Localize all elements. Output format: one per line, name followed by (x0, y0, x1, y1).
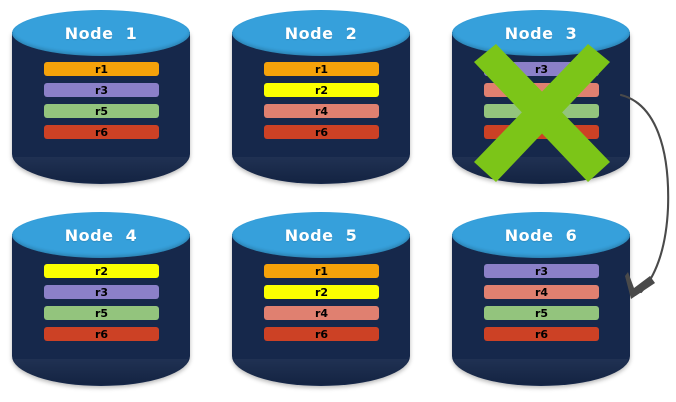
record-bar[interactable]: r3 (484, 62, 599, 76)
record-bar[interactable]: r4 (484, 83, 599, 97)
node-1-cylinder-body (12, 32, 190, 184)
record-bar[interactable]: r5 (484, 104, 599, 118)
record-bar[interactable]: r6 (484, 327, 599, 341)
node-1-record-list: r1 r3 r5 r6 (44, 62, 159, 139)
node-1[interactable]: Node 1 r1 r3 r5 r6 (12, 10, 190, 190)
node-4-record-list: r2 r3 r5 r6 (44, 264, 159, 341)
node-2-cylinder-top (232, 10, 410, 56)
node-5-cylinder-top (232, 212, 410, 258)
node-6[interactable]: Node 6 r3 r4 r5 r6 (452, 212, 630, 392)
record-bar[interactable]: r1 (44, 62, 159, 76)
record-bar[interactable]: r1 (264, 62, 379, 76)
node-5-record-list: r1 r2 r4 r6 (264, 264, 379, 341)
record-bar[interactable]: r3 (44, 83, 159, 97)
node-3-label: Node 3 (504, 23, 578, 43)
node-2[interactable]: Node 2 r1 r2 r4 r6 (232, 10, 410, 190)
record-bar[interactable]: r1 (264, 264, 379, 278)
node-6-cylinder-top (452, 212, 630, 258)
record-bar[interactable]: r6 (484, 125, 599, 139)
record-bar[interactable]: r6 (264, 327, 379, 341)
record-bar[interactable]: r6 (44, 327, 159, 341)
node-4[interactable]: Node 4 r2 r3 r5 r6 (12, 212, 190, 392)
node-3[interactable]: Node 3 r3 r4 r5 r6 (452, 10, 630, 190)
record-bar[interactable]: r4 (264, 104, 379, 118)
node-6-record-list: r3 r4 r5 r6 (484, 264, 599, 341)
node-6-label: Node 6 (504, 225, 578, 245)
record-bar[interactable]: r4 (264, 306, 379, 320)
node-4-label: Node 4 (64, 225, 138, 245)
record-bar[interactable]: r3 (484, 264, 599, 278)
node-5[interactable]: Node 5 r1 r2 r4 r6 (232, 212, 410, 392)
node-5-label: Node 5 (284, 225, 358, 245)
record-bar[interactable]: r2 (264, 83, 379, 97)
record-bar[interactable]: r6 (44, 125, 159, 139)
record-bar[interactable]: r5 (484, 306, 599, 320)
record-bar[interactable]: r3 (44, 285, 159, 299)
node-1-label: Node 1 (64, 23, 138, 43)
node-1-cylinder-top (12, 10, 190, 56)
record-bar[interactable]: r5 (44, 306, 159, 320)
node-4-cylinder-top (12, 212, 190, 258)
record-bar[interactable]: r4 (484, 285, 599, 299)
record-bar[interactable]: r2 (264, 285, 379, 299)
node-2-label: Node 2 (284, 23, 358, 43)
node-2-record-list: r1 r2 r4 r6 (264, 62, 379, 139)
record-bar[interactable]: r2 (44, 264, 159, 278)
record-bar[interactable]: r6 (264, 125, 379, 139)
node-3-record-list: r3 r4 r5 r6 (484, 62, 599, 139)
record-bar[interactable]: r5 (44, 104, 159, 118)
